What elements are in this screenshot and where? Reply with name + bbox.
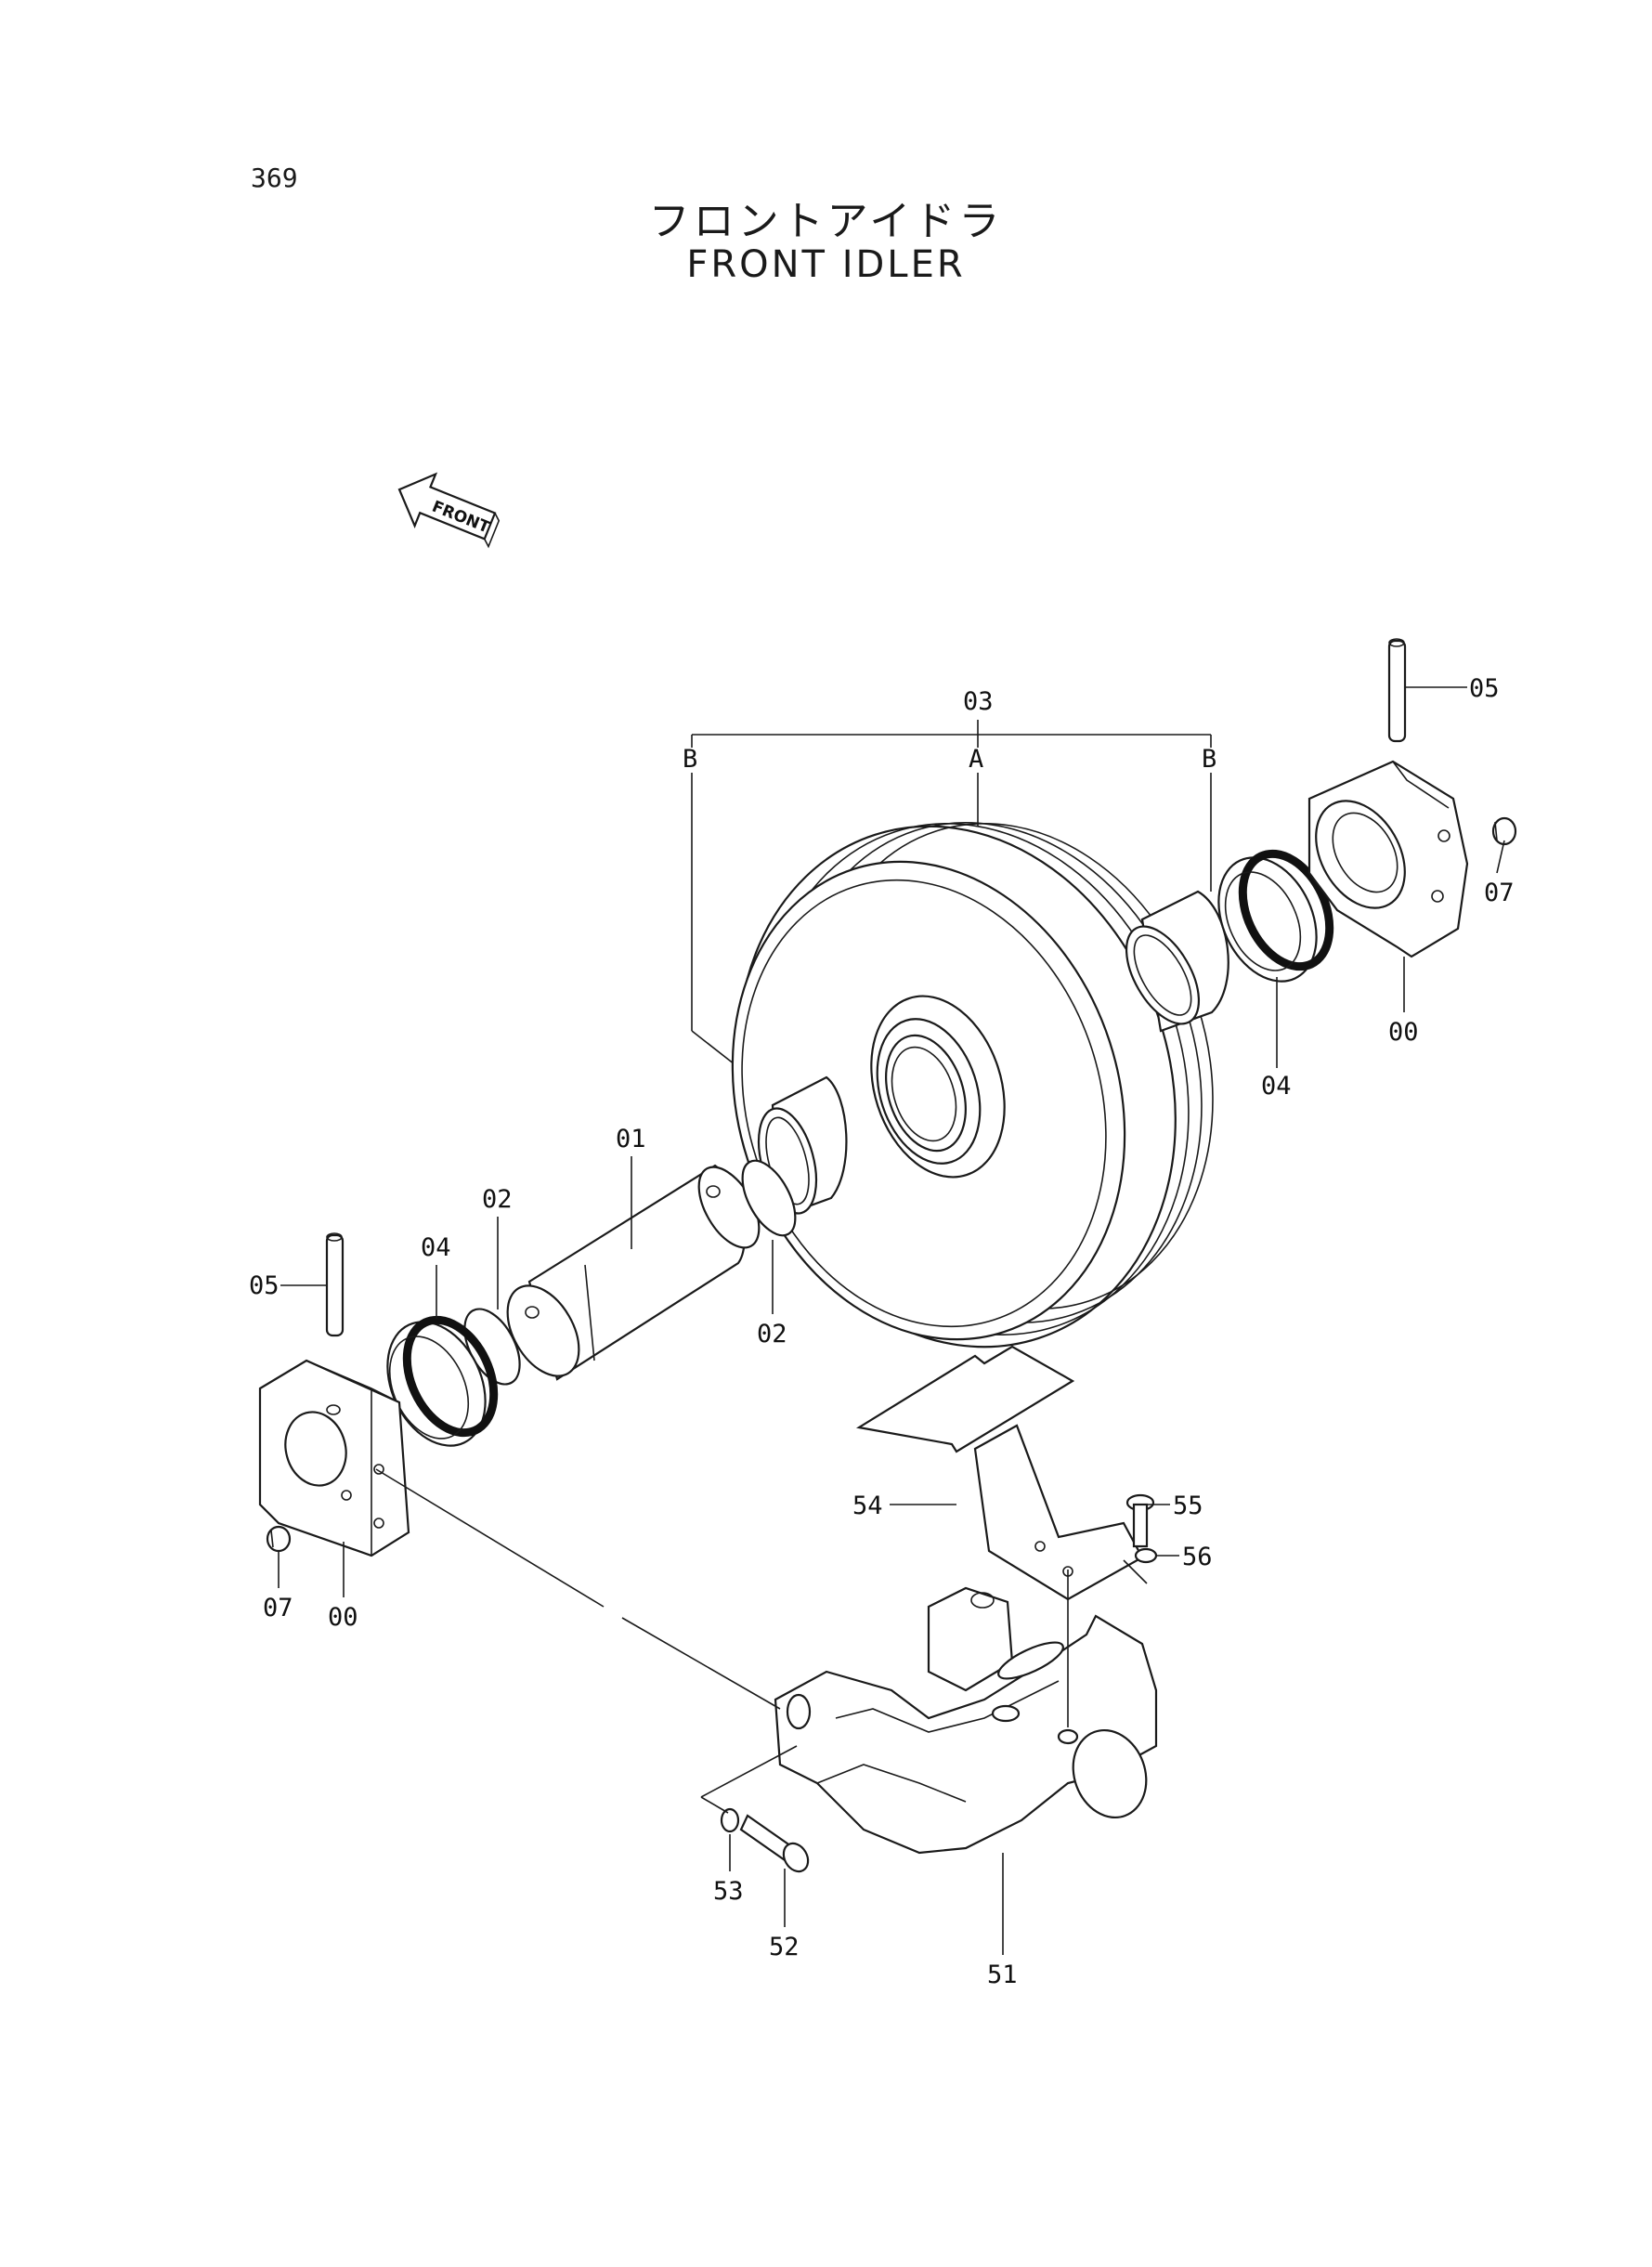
callout-53: 53 bbox=[713, 1877, 744, 1906]
idler-shaft bbox=[506, 1164, 761, 1381]
callout-B-right: B bbox=[1202, 745, 1216, 774]
callout-56: 56 bbox=[1182, 1543, 1213, 1571]
plug-right bbox=[1491, 816, 1517, 846]
pin-right bbox=[1387, 638, 1407, 743]
callout-00-left: 00 bbox=[328, 1603, 358, 1632]
callout-04-right: 04 bbox=[1261, 1072, 1292, 1101]
washer-53 bbox=[720, 1807, 740, 1833]
callout-A: A bbox=[969, 745, 983, 774]
front-arrow-icon: FRONT bbox=[397, 472, 501, 549]
page-number: 369 bbox=[251, 163, 298, 193]
callout-05-right: 05 bbox=[1469, 674, 1500, 703]
bolt-55 bbox=[1125, 1493, 1155, 1548]
washer-56 bbox=[1134, 1547, 1158, 1564]
callout-54: 54 bbox=[852, 1492, 883, 1520]
bolt-52 bbox=[739, 1814, 810, 1873]
guard-plate bbox=[855, 1345, 1144, 1601]
callout-05-left: 05 bbox=[249, 1271, 280, 1300]
leader-lines bbox=[278, 686, 1505, 1955]
callout-51: 51 bbox=[987, 1961, 1018, 1989]
callout-00-right: 00 bbox=[1388, 1018, 1419, 1047]
callout-bracket-03 bbox=[691, 720, 1212, 1115]
callout-01: 01 bbox=[616, 1125, 646, 1153]
title-english: FRONT IDLER bbox=[686, 243, 966, 286]
support-right bbox=[1307, 760, 1469, 958]
callout-03: 03 bbox=[963, 687, 994, 716]
callout-02-upper: 02 bbox=[482, 1185, 513, 1214]
pin-left bbox=[325, 1232, 345, 1337]
callout-07-right: 07 bbox=[1484, 879, 1515, 907]
plug-left bbox=[266, 1525, 292, 1553]
front-arrow-label: FRONT bbox=[429, 498, 492, 538]
bushing-right bbox=[1125, 890, 1229, 1033]
callout-B-left: B bbox=[683, 745, 697, 774]
title-japanese: フロントアイドラ bbox=[648, 198, 1004, 245]
callout-07-left: 07 bbox=[263, 1594, 293, 1622]
callout-55: 55 bbox=[1173, 1492, 1203, 1520]
callout-04-left: 04 bbox=[421, 1233, 451, 1262]
callout-02-lower: 02 bbox=[757, 1320, 787, 1348]
callout-52: 52 bbox=[769, 1933, 800, 1961]
idler-yoke bbox=[774, 1586, 1158, 1855]
idler-wheel bbox=[731, 822, 1214, 1348]
floating-seal-right bbox=[1217, 849, 1334, 983]
support-left bbox=[258, 1359, 410, 1557]
o-ring-right bbox=[741, 1159, 797, 1237]
